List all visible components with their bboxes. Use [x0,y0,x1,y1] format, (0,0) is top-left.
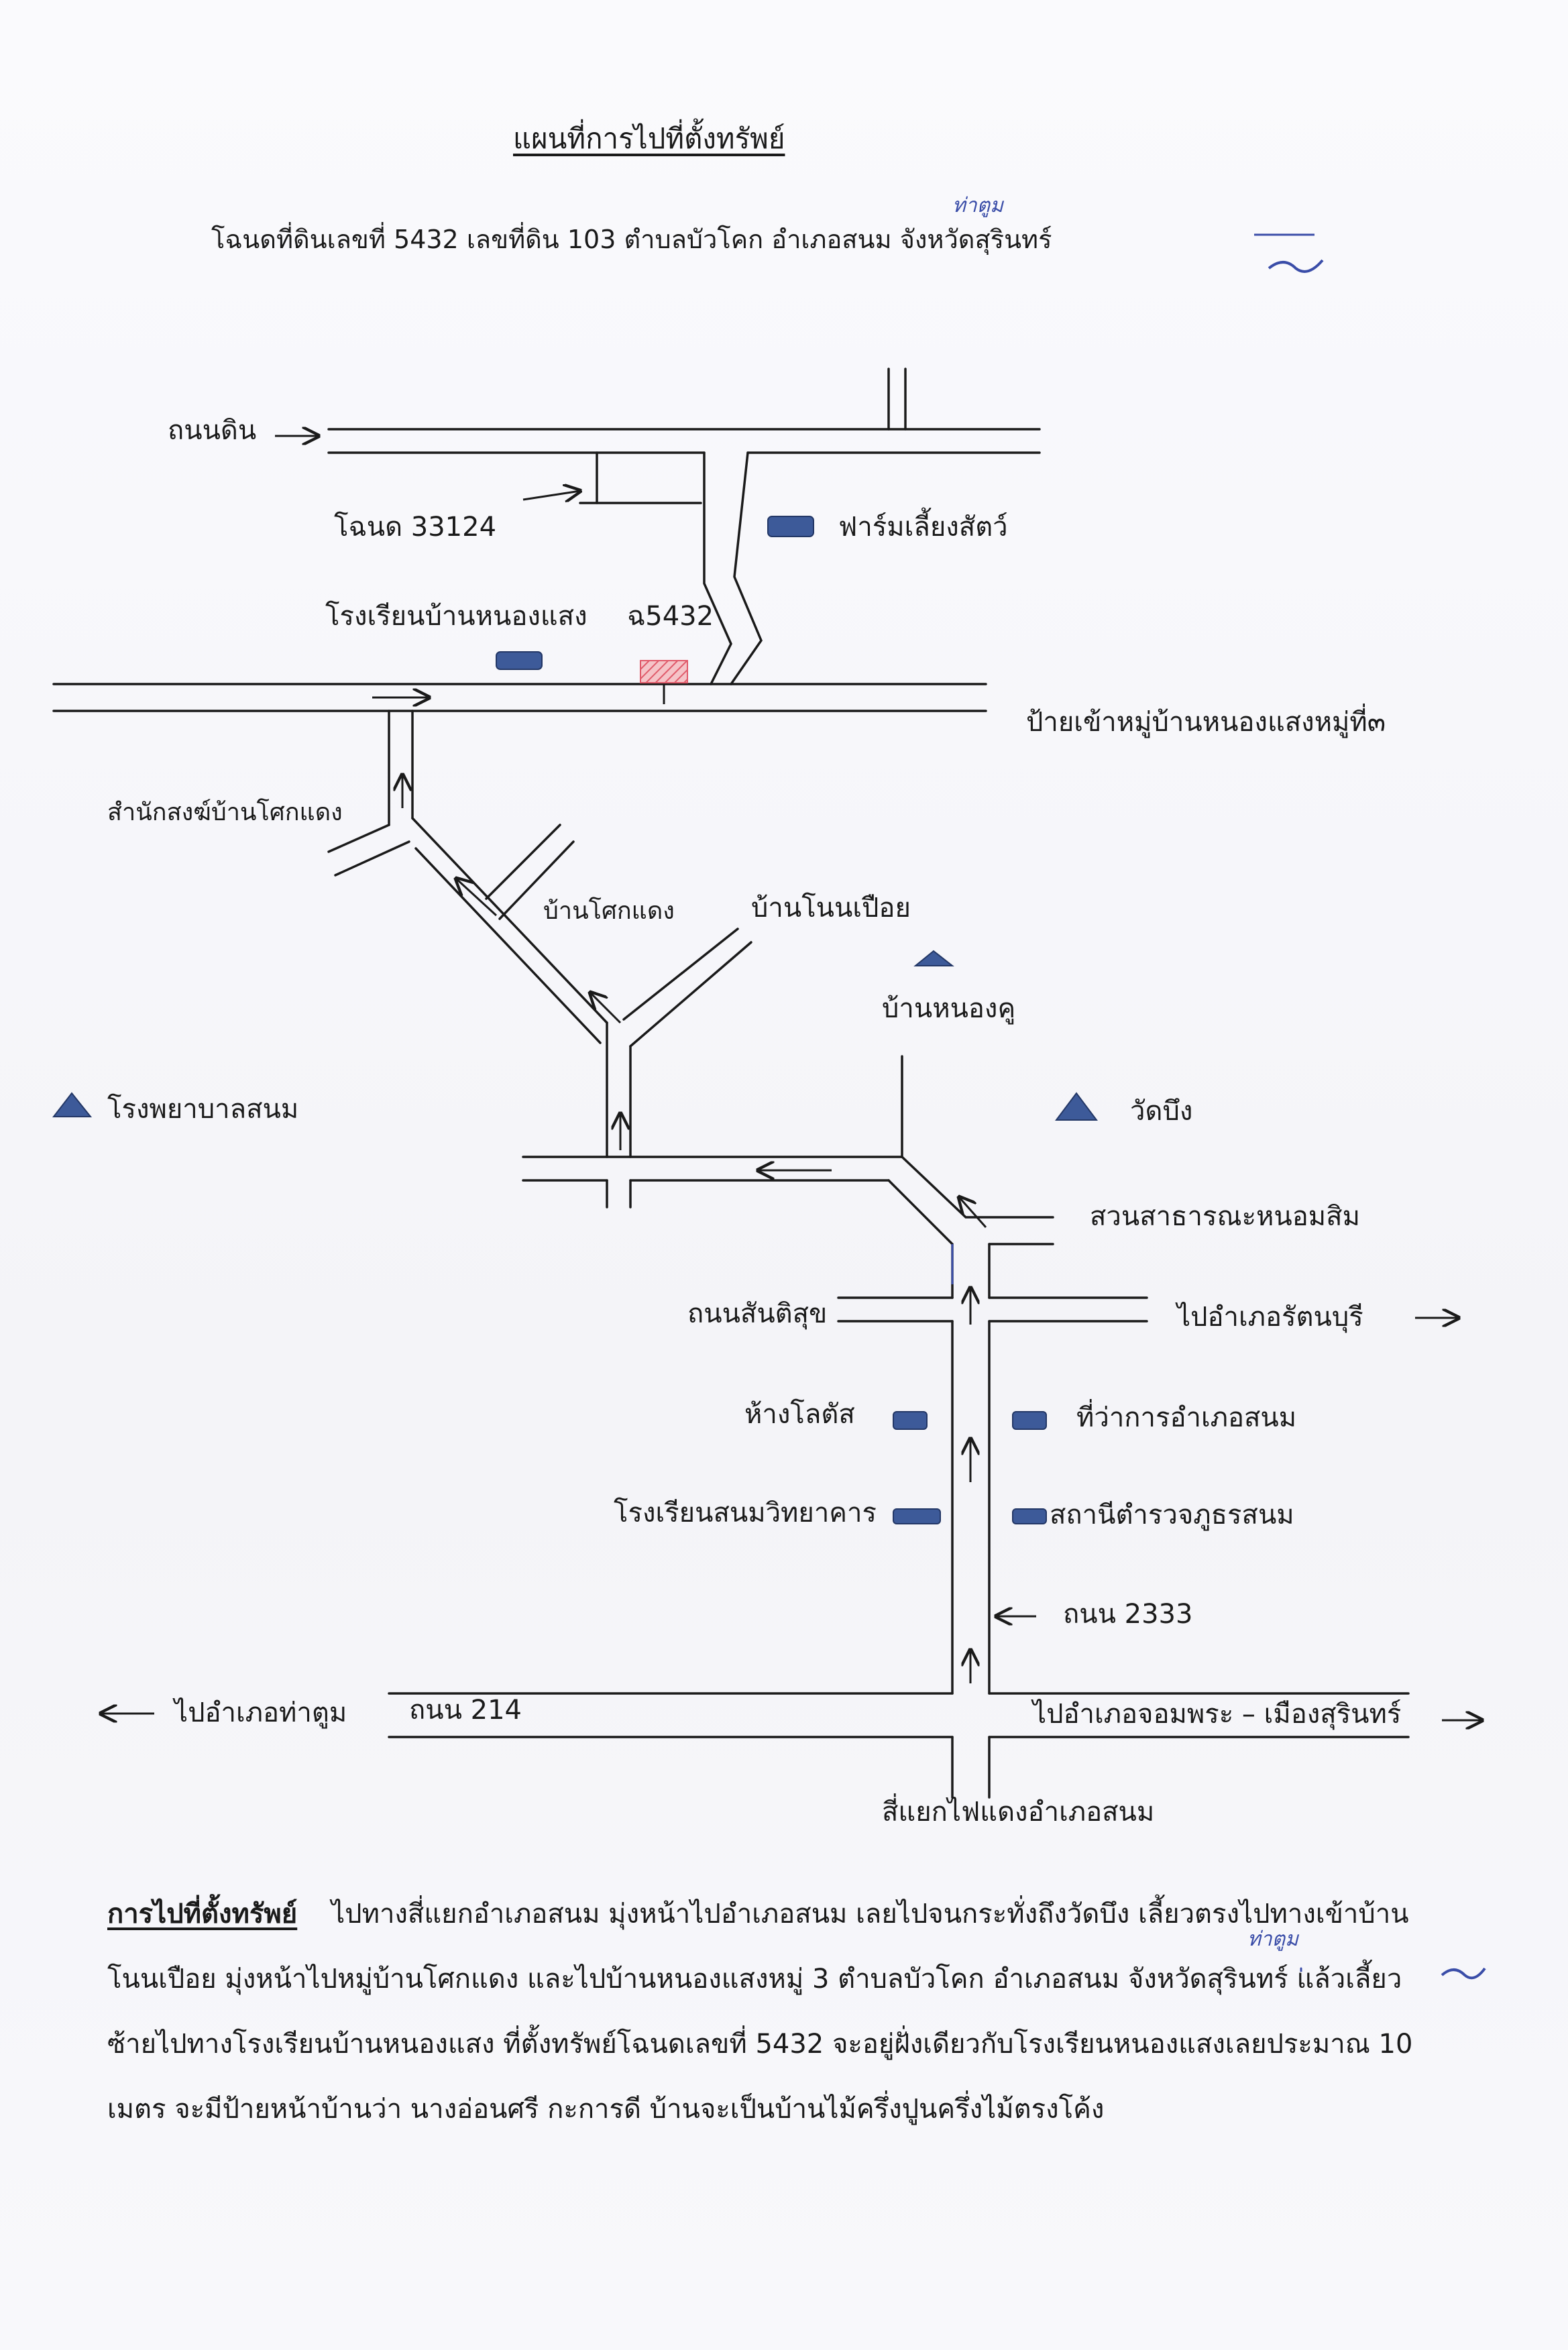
farm-marker [767,516,814,537]
school-marker [496,651,543,670]
label-lotus: ห้างโลตัส [744,1399,855,1430]
label-police-station: สถานีตำรวจภูธรสนม [1050,1500,1294,1530]
directions-label: การไปที่ตั้งทรัพย์ [107,1899,298,1929]
label-santisuk-road: ถนนสันติสุข [687,1298,828,1329]
label-to-rattanaburi: ไปอำเภอรัตนบุรี [1177,1302,1363,1333]
label-school-nong-saeng: โรงเรียนบ้านหนองแสง [325,601,587,632]
lotus-marker [893,1411,928,1430]
label-wat-bueng: วัดบึง [1130,1096,1193,1127]
directions-text: ไปทางสี่แยกอำเภอสนม มุ่งหน้าไปอำเภอสนม เ… [107,1899,1413,2125]
map-title: แผนที่การไปที่ตั้งทรัพย์ [513,122,785,155]
label-ban-nong-khu: บ้านหนองคู [882,993,1016,1024]
label-district-office: ที่ว่าการอำเภอสนม [1076,1402,1297,1433]
label-road-214: ถนน 214 [409,1695,522,1726]
label-public-park: สวนสาธารณะหนอมสิม [1090,1201,1360,1232]
hospital-triangle-icon [52,1092,93,1117]
label-ban-sok-daeng: บ้านโศกแดง [543,897,675,925]
deed-subtitle: โฉนดที่ดินเลขที่ 5432 เลขที่ดิน 103 ตำบล… [211,225,1052,254]
label-monastery: สำนักสงฆ์บ้านโศกแดง [107,799,343,826]
nong-khu-triangle-icon [913,950,954,966]
wat-bueng-triangle-icon [1055,1092,1098,1121]
handwritten-correction-2: ท่าตูม [1247,1927,1298,1951]
school-sanom-marker [893,1508,941,1524]
label-dirt-road: ถนนดิน [168,415,257,446]
directions-paragraph: การไปที่ตั้งทรัพย์ ไปทางสี่แยกอำเภอสนม ม… [107,1882,1449,2142]
label-hospital: โรงพยาบาลสนม [107,1094,299,1125]
label-deed-33124: โฉนด 33124 [334,512,497,543]
police-marker [1012,1508,1047,1524]
label-to-tha-tum: ไปอำเภอท่าตูม [174,1697,347,1728]
district-office-marker [1012,1411,1047,1430]
label-to-chom-phra: ไปอำเภอจอมพระ – เมืองสุรินทร์ [1033,1699,1402,1730]
label-traffic-light-junction: สี่แยกไฟแดงอำเภอสนม [882,1797,1155,1828]
label-ban-non-pueai: บ้านโนนเปือย [751,893,911,924]
label-school-sanom: โรงเรียนสนมวิทยาคาร [614,1498,877,1528]
label-livestock-farm: ฟาร์มเลี้ยงสัตว์ [838,512,1008,543]
handwritten-correction: ท่าตูม [952,194,1003,217]
property-marker-5432 [640,660,688,683]
label-village-sign: ป้ายเข้าหมู่บ้านหนองแสงหมู่ที่๓ [1026,707,1386,738]
label-road-2333: ถนน 2333 [1063,1599,1193,1630]
label-deed-5432: ฉ5432 [627,601,714,632]
